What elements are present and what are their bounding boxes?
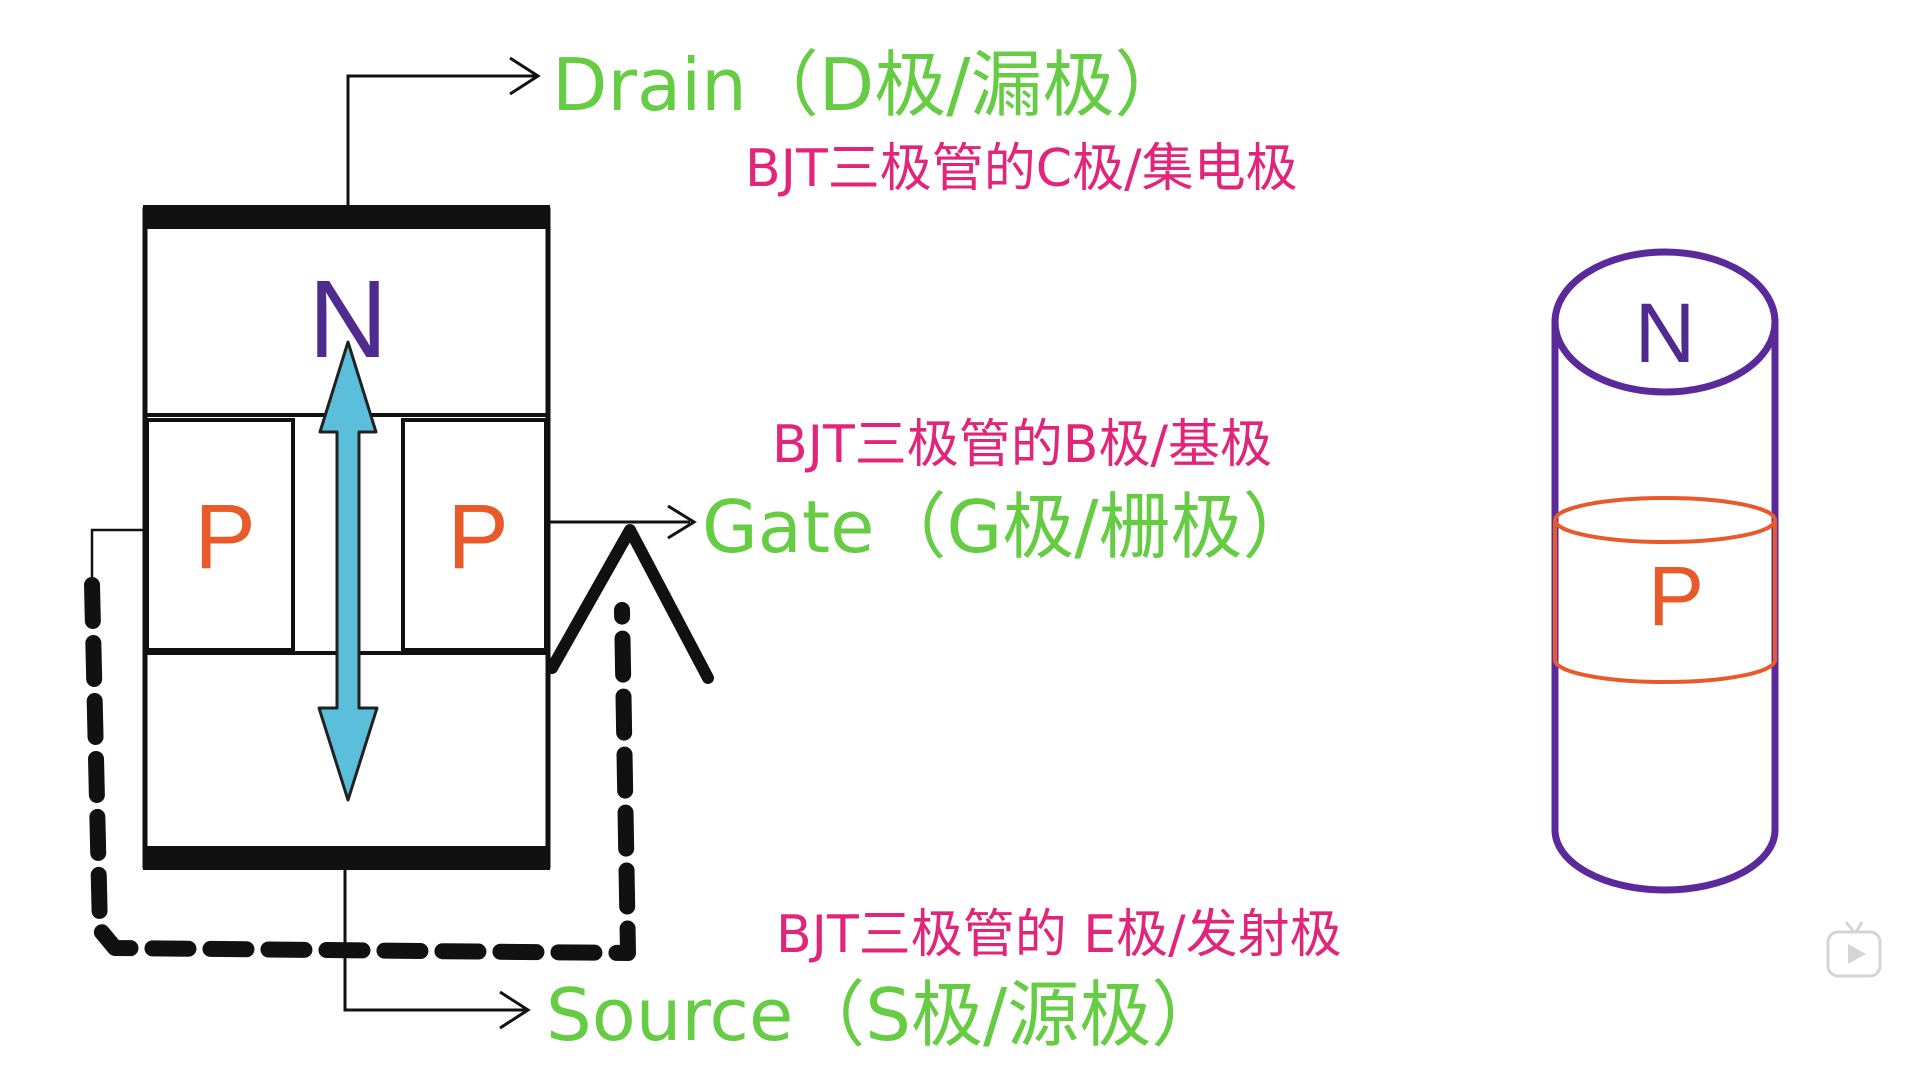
cylinder-top <box>1551 248 1779 396</box>
drain-contact <box>143 205 550 229</box>
source-label: Source（S极/源极） <box>546 973 1223 1057</box>
cylinder-band-outline <box>1553 520 1777 684</box>
drain-bjt-label: BJT三极管的C极/集电极 <box>745 139 1298 199</box>
drain-label: Drain（D极/漏极） <box>552 43 1187 127</box>
peak-marker <box>546 524 714 684</box>
source-arrowhead <box>499 990 531 1030</box>
channel-arrow <box>317 340 379 802</box>
gate-region-left-label: P <box>194 486 255 588</box>
drain-lead <box>346 74 535 208</box>
gate-bjt-label: BJT三极管的B极/基极 <box>772 415 1272 475</box>
cylinder-top-label: N <box>1635 286 1696 380</box>
play-icon <box>1826 921 1882 978</box>
cylinder-band-label: P <box>1648 549 1704 643</box>
source-lead <box>343 868 525 1012</box>
channel-cylinder: N P <box>1551 248 1779 894</box>
gate-region-right-label: P <box>447 486 508 588</box>
gate-arrowhead <box>667 504 697 540</box>
gate-region-right <box>401 418 548 652</box>
gate-region-left <box>145 418 295 652</box>
gate-label: Gate（G极/栅极） <box>702 485 1315 569</box>
cylinder-band-top <box>1553 496 1777 544</box>
source-bjt-label: BJT三极管的 E极/发射极 <box>776 905 1342 965</box>
source-contact <box>143 846 550 870</box>
left-gate-lead <box>90 528 145 585</box>
dashed-current-path <box>84 577 636 961</box>
cylinder-body <box>1551 322 1779 894</box>
drain-arrowhead <box>509 56 541 96</box>
